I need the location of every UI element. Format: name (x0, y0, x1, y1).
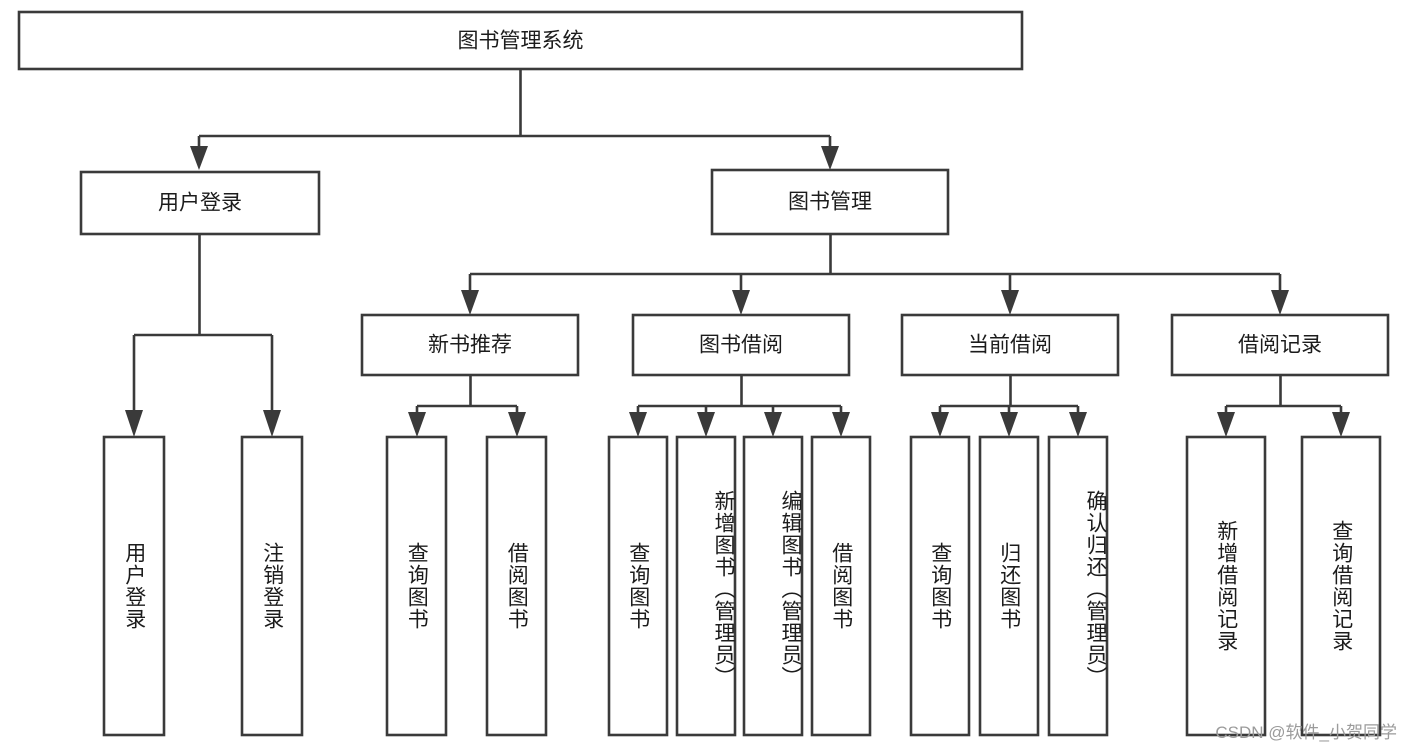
arrow-head-icon (697, 412, 715, 437)
arrow-head-icon (832, 412, 850, 437)
arrow-head-icon (461, 290, 479, 315)
node-boxes: 图书管理系统 用户登录 图书管理 新书推荐 图书借阅 当前借阅 借阅记录 (17, 10, 1390, 737)
leaf-box-confirm-return-admin[interactable] (1047, 435, 1109, 737)
watermark-text: CSDN @软件_小贺同学 (1215, 723, 1397, 742)
node-current-borrow-label: 当前借阅 (968, 334, 1052, 357)
leaf-box-add-book-admin[interactable] (675, 435, 737, 737)
arrow-head-icon (1000, 412, 1018, 437)
arrow-head-icon (764, 412, 782, 437)
node-book-mgmt-box[interactable] (710, 168, 950, 236)
arrow-head-icon (732, 290, 750, 315)
leaf-box-query-borrow-record[interactable] (1300, 435, 1382, 737)
node-new-book-rec-label: 新书推荐 (428, 334, 512, 357)
leaf-box-query-book-current[interactable] (909, 435, 971, 737)
connector-group-records (1217, 375, 1350, 437)
arrow-head-icon (629, 412, 647, 437)
arrow-head-icon (263, 410, 281, 437)
connector-group-root (190, 69, 839, 170)
node-user-login-label: 用户登录 (158, 192, 242, 215)
connector-group-new-book (408, 375, 526, 437)
leaf-box-query-book-borrow[interactable] (607, 435, 669, 737)
node-current-borrow-box[interactable] (900, 313, 1120, 377)
node-book-mgmt-label: 图书管理 (788, 191, 872, 214)
node-borrow-record-box[interactable] (1170, 313, 1390, 377)
arrow-head-icon (125, 410, 143, 437)
arrow-head-icon (821, 146, 839, 170)
arrow-head-icon (931, 412, 949, 437)
arrow-head-icon (1217, 412, 1235, 437)
leaf-box-edit-book-admin[interactable] (742, 435, 804, 737)
arrow-head-icon (1271, 290, 1289, 315)
connector-group-borrow (629, 375, 850, 437)
node-book-borrow-box[interactable] (631, 313, 851, 377)
connector-group-book-mgmt (461, 234, 1289, 315)
arrow-head-icon (1069, 412, 1087, 437)
arrow-head-icon (508, 412, 526, 437)
arrow-head-icon (408, 412, 426, 437)
node-book-borrow-label: 图书借阅 (699, 334, 783, 357)
leaf-box-return-book[interactable] (978, 435, 1040, 737)
arrow-head-icon (1001, 290, 1019, 315)
leaf-box-logout[interactable] (240, 435, 304, 737)
arrow-head-icon (190, 146, 208, 170)
connector-group-user-login (125, 234, 281, 437)
arrow-head-icon (1332, 412, 1350, 437)
connector-group-current-borrow (931, 375, 1087, 437)
node-user-login-box[interactable] (79, 170, 321, 236)
leaf-box-user-login[interactable] (102, 435, 166, 737)
node-borrow-record-label: 借阅记录 (1238, 334, 1322, 357)
leaf-box-borrow-book-new[interactable] (485, 435, 548, 737)
leaf-box-query-book-new[interactable] (385, 435, 448, 737)
node-root-box[interactable] (17, 10, 1024, 71)
leaf-box-add-borrow-record[interactable] (1185, 435, 1267, 737)
node-new-book-rec-box[interactable] (360, 313, 580, 377)
leaf-box-borrow-book[interactable] (810, 435, 872, 737)
node-root-label: 图书管理系统 (458, 30, 584, 53)
